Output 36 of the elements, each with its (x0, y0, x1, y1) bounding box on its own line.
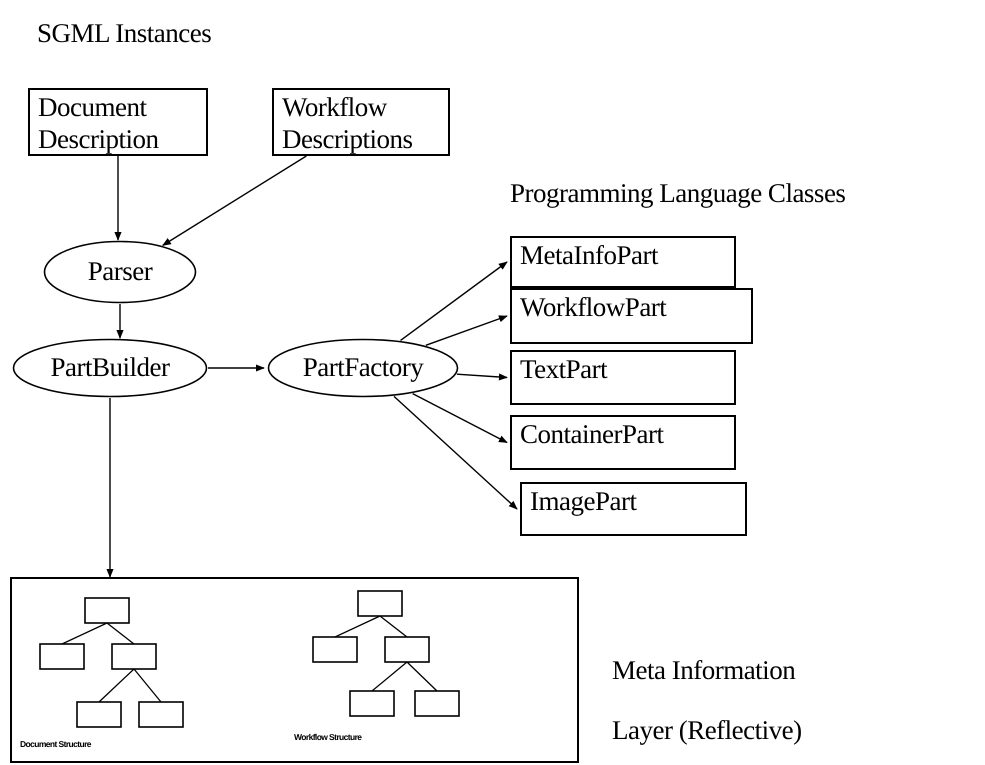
class-box (510, 415, 736, 470)
process-ellipse (43, 240, 197, 304)
process-ellipse (267, 338, 459, 398)
arrow (394, 396, 518, 510)
layer-label: Meta Information Layer (Reflective) (612, 654, 803, 747)
process-box (28, 88, 208, 156)
arrow (400, 261, 508, 341)
arrow (426, 315, 508, 346)
node-label: ContainerPart (520, 419, 665, 451)
arrow (114, 156, 122, 241)
process-ellipse (12, 338, 208, 398)
node-label: Workflow Descriptions (282, 92, 414, 156)
node-label: Parser (88, 256, 152, 288)
node-label: MetaInfoPart (520, 240, 660, 272)
node-label: ImagePart (530, 486, 638, 518)
process-box (272, 88, 450, 156)
arrow (116, 304, 124, 340)
node-label: PartBuilder (50, 352, 170, 384)
node-label: Document Description (38, 92, 160, 156)
class-box (520, 482, 747, 536)
arrow (208, 364, 265, 372)
class-box (510, 350, 736, 405)
node-label: TextPart (520, 354, 608, 386)
node-label: PartFactory (302, 352, 424, 384)
group-heading: Programming Language Classes (510, 178, 846, 209)
node-label: WorkflowPart (520, 292, 668, 324)
arrow (106, 398, 114, 578)
arrow (456, 373, 508, 381)
group-heading: SGML Instances (37, 18, 212, 49)
structure-caption: Document Structure (20, 739, 91, 749)
arrow (162, 155, 307, 246)
class-box (510, 288, 753, 344)
layer-box (10, 577, 579, 763)
arrow (412, 393, 508, 444)
class-box (510, 236, 736, 288)
structure-caption: Workflow Structure (294, 732, 362, 742)
